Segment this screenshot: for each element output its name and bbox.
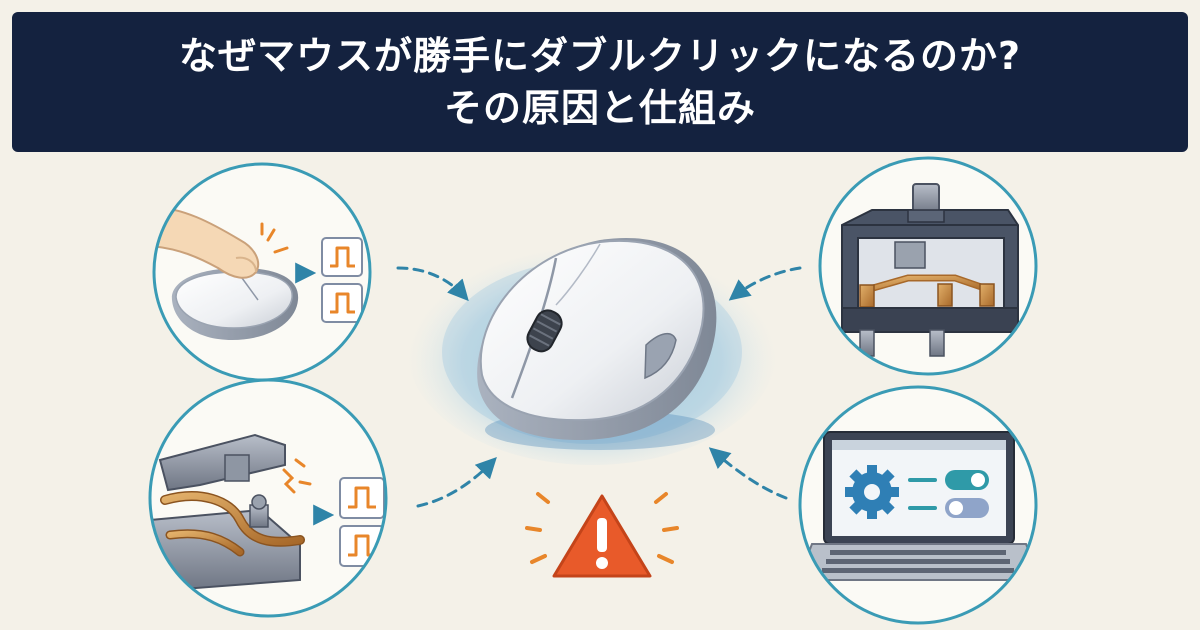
finger-pressing-mouse-icon <box>152 162 372 382</box>
title-line-2: その原因と仕組み <box>443 86 756 130</box>
title-line-1: なぜマウスが勝手にダブルクリックになるのか? <box>178 34 1022 78</box>
worn-contact-leaf-spring-icon <box>148 378 388 618</box>
micro-switch-cutaway-icon <box>818 156 1038 376</box>
warning-triangle-icon <box>525 492 679 578</box>
title-banner: なぜマウスが勝手にダブルクリックになるのか? その原因と仕組み <box>12 12 1188 152</box>
flow-arrows <box>396 266 802 508</box>
laptop-settings-icon <box>798 385 1038 625</box>
central-mouse-icon <box>407 235 777 465</box>
